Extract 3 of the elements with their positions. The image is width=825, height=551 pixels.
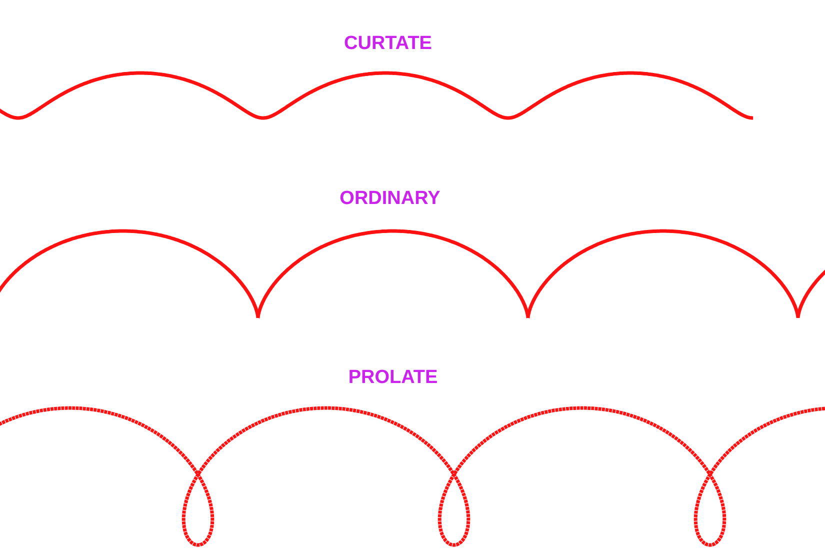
curve-label: PROLATE (348, 367, 438, 389)
curve-label: CURTATE (344, 33, 432, 55)
curve-label: ORDINARY (340, 188, 440, 210)
